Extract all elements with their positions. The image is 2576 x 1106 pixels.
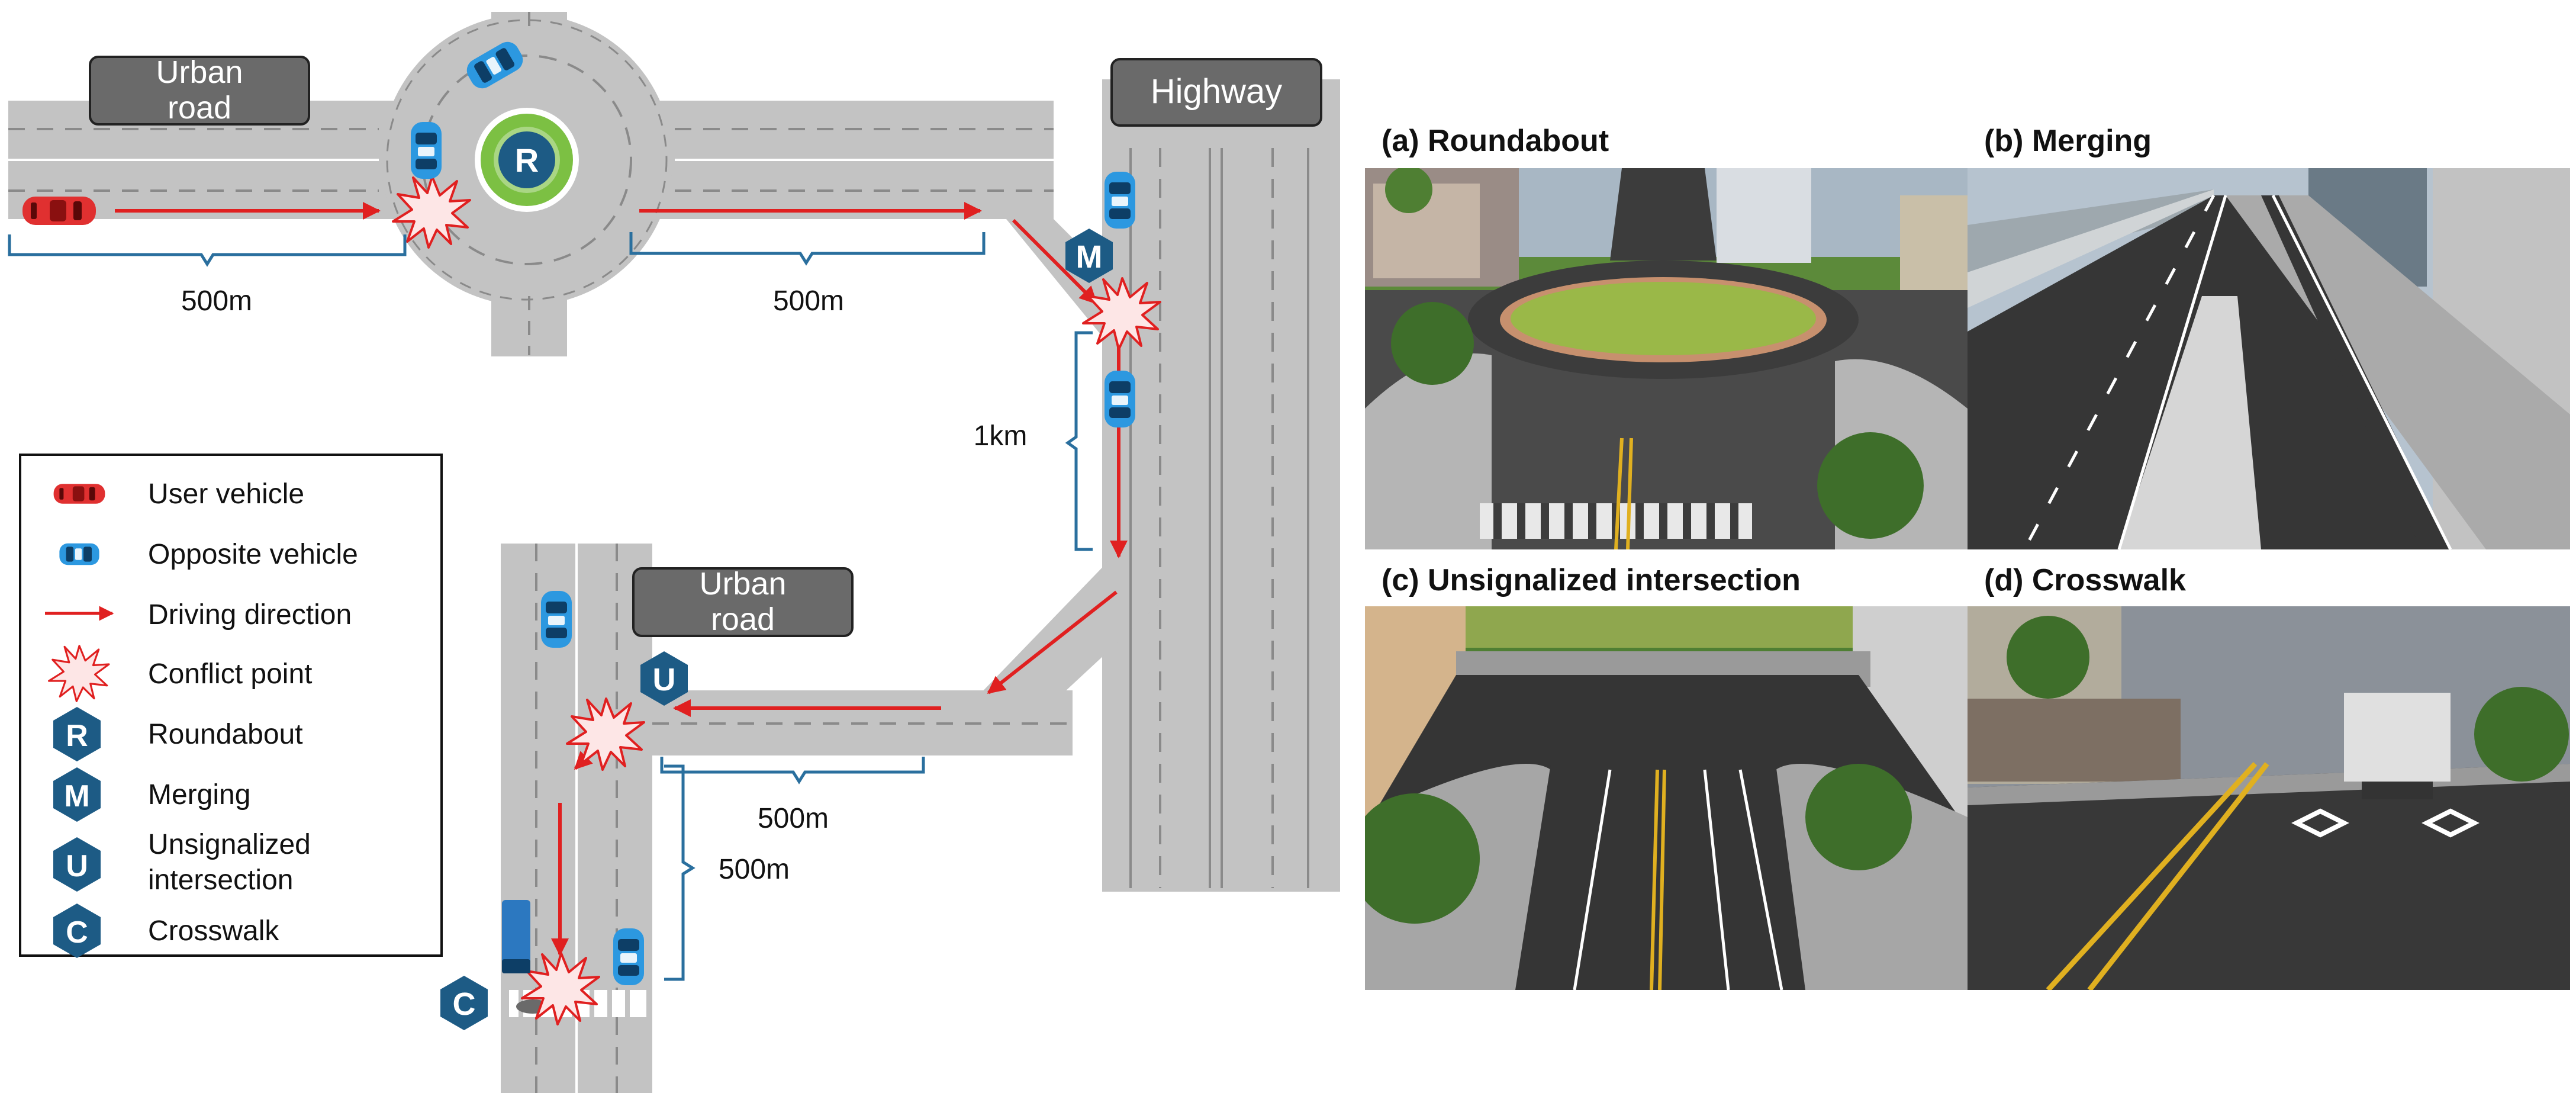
- svg-text:M: M: [64, 779, 89, 814]
- svg-text:Urban: Urban: [699, 566, 786, 602]
- svg-text:R: R: [515, 142, 539, 179]
- svg-text:U: U: [653, 662, 676, 697]
- marker-c-icon: C: [53, 904, 101, 958]
- user-vehicle-icon: [22, 197, 96, 225]
- opposite-vehicle-icon: [541, 591, 572, 648]
- panel-title-c: (c) Unsignalized intersection: [1382, 563, 1801, 597]
- svg-text:road: road: [168, 90, 231, 126]
- road-label-urban-mid: Urban road: [632, 566, 854, 637]
- legend-label: Driving direction: [148, 599, 352, 631]
- panel-title-d: (d) Crosswalk: [1984, 563, 2186, 597]
- svg-text:Urban: Urban: [156, 54, 243, 90]
- road-label-urban-top: Urban road: [89, 54, 310, 126]
- driving-route: [115, 202, 1128, 956]
- svg-text:M: M: [1076, 239, 1103, 275]
- svg-text:U: U: [66, 849, 88, 883]
- road-label-highway: Highway: [1110, 58, 1322, 127]
- marker-crosswalk: C: [440, 976, 488, 1030]
- legend-label: Roundabout: [148, 719, 303, 750]
- marker-u-icon: U: [53, 837, 101, 892]
- red-car-icon: [53, 484, 105, 504]
- legend-label: Opposite vehicle: [148, 539, 358, 570]
- legend-label: Conflict point: [148, 658, 312, 690]
- svg-text:C: C: [453, 986, 476, 1022]
- opposite-vehicle-icon: [411, 122, 442, 179]
- legend: R M U C User vehicle Opposite vehicle Dr…: [19, 454, 443, 958]
- svg-text:R: R: [66, 719, 88, 753]
- distance-label: 500m: [773, 285, 844, 317]
- distance-labels: 500m 500m 1km 500m 500m: [181, 285, 1027, 885]
- panel-c-image: [1365, 606, 1968, 990]
- panel-title-a: (a) Roundabout: [1382, 124, 1609, 158]
- truck-icon: [502, 900, 530, 973]
- blue-car-icon: [59, 543, 99, 565]
- legend-label: User vehicle: [148, 478, 304, 510]
- panel-title-b: (b) Merging: [1984, 124, 2152, 158]
- panel-a-image: [1365, 168, 1968, 549]
- opposite-vehicle-icon: [1105, 371, 1135, 427]
- svg-text:road: road: [711, 602, 775, 637]
- distance-label: 1km: [974, 420, 1028, 452]
- svg-text:C: C: [66, 915, 88, 950]
- svg-text:Highway: Highway: [1151, 72, 1282, 111]
- panel-d-image: [1968, 606, 2570, 990]
- opposite-vehicle-icon: [613, 928, 644, 985]
- marker-m-icon: M: [53, 767, 101, 822]
- opposite-vehicle-icon: [1105, 172, 1135, 229]
- panel-b-image: [1968, 168, 2570, 549]
- legend-label: intersection: [148, 864, 293, 896]
- legend-label: Crosswalk: [148, 915, 279, 947]
- distance-label: 500m: [181, 285, 252, 317]
- legend-label: Merging: [148, 779, 250, 811]
- marker-unsignalized: U: [640, 651, 688, 706]
- marker-roundabout: R: [498, 131, 555, 188]
- legend-label: Unsignalized: [148, 829, 311, 860]
- distance-label: 500m: [758, 803, 829, 834]
- marker-merging: M: [1065, 229, 1113, 283]
- distance-braces: [8, 232, 1093, 981]
- marker-r-icon: R: [53, 707, 101, 761]
- distance-label: 500m: [719, 854, 790, 885]
